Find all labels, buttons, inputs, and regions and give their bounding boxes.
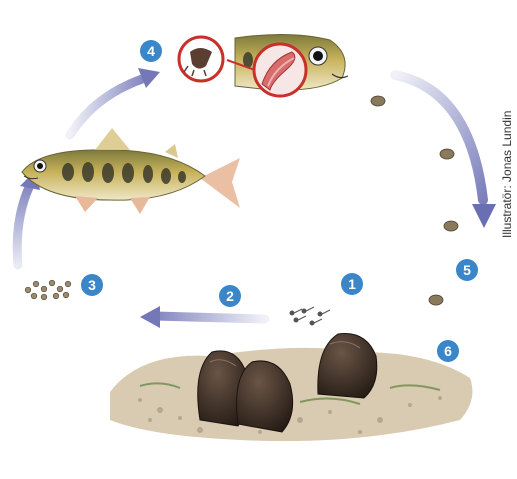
illustrator-credit: Illustratör: Jonas Lundin	[500, 58, 514, 238]
trout-icon	[22, 128, 240, 214]
arrow-fish-to-adult	[70, 68, 160, 135]
step-badge-4: 4	[140, 40, 162, 62]
step-badge-6: 6	[437, 340, 459, 362]
step-badge-3: 3	[81, 274, 103, 296]
step-badge-1: 1	[341, 273, 363, 295]
arrow-step2-to-step3	[140, 306, 265, 328]
glochidia-cluster-icon	[25, 280, 71, 300]
larva-magnified-icon	[179, 37, 223, 81]
step-badge-2: 2	[219, 285, 241, 307]
swimming-larvae-icon	[290, 307, 330, 325]
falling-larvae	[371, 96, 458, 305]
step-badge-5: 5	[456, 259, 478, 281]
